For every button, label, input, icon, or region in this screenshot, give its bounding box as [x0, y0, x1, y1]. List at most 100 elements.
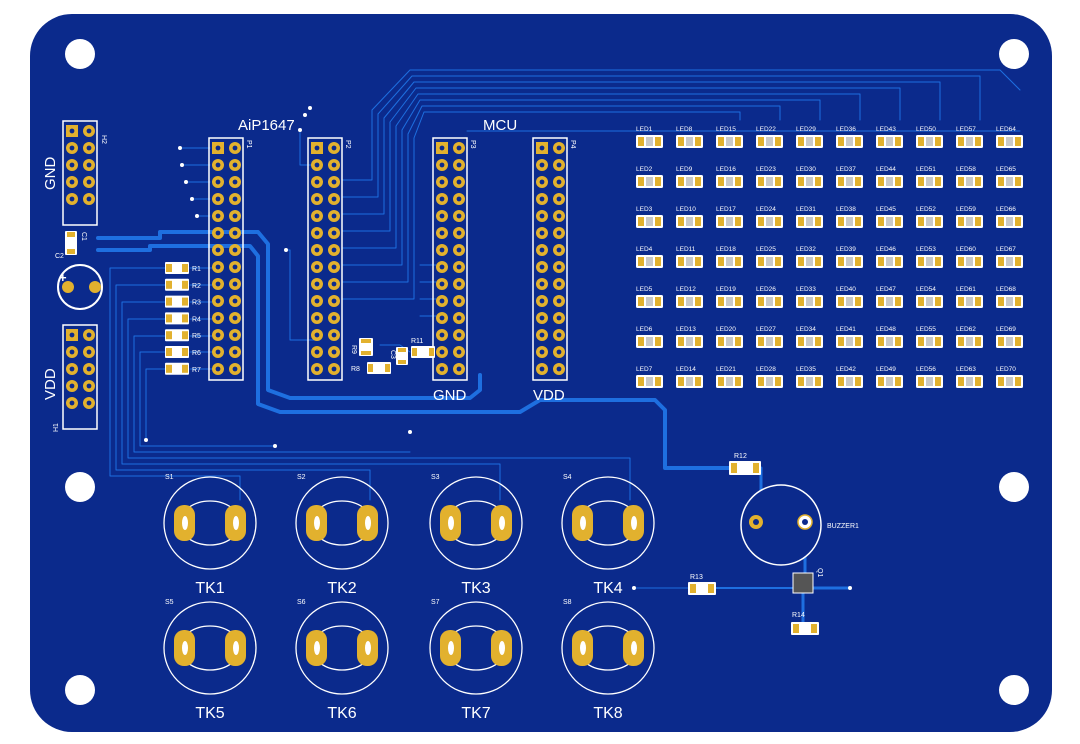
pin-hole [439, 179, 445, 185]
pin-hole [331, 179, 337, 185]
trace [341, 93, 861, 249]
via [308, 106, 312, 110]
pin-hole [232, 196, 238, 202]
led-led44: LED44 [876, 166, 903, 188]
trace [341, 87, 901, 232]
pin-hole [456, 349, 462, 355]
pin-hole [69, 196, 75, 202]
pin-hole [439, 247, 445, 253]
pin-hole [439, 349, 445, 355]
led-led60: LED60 [956, 246, 983, 268]
pin-hole [456, 298, 462, 304]
via [180, 163, 184, 167]
pin-hole [215, 298, 221, 304]
pin-hole [539, 349, 545, 355]
pin-hole [556, 281, 562, 287]
touch-key-label: TK8 [593, 705, 622, 722]
led-led63: LED63 [956, 366, 983, 388]
pin-hole [232, 230, 238, 236]
pin-hole [331, 264, 337, 270]
led-label: LED39 [836, 246, 856, 253]
led-label: LED36 [836, 126, 856, 133]
pin-hole [215, 315, 221, 321]
led-led34: LED34 [796, 326, 823, 348]
c2-polarity-mark: + [59, 270, 67, 285]
mounting-holes [65, 39, 1029, 705]
led-led25: LED25 [756, 246, 783, 268]
via [303, 113, 307, 117]
pin-hole [86, 128, 92, 134]
pin-hole [539, 162, 545, 168]
led-led38: LED38 [836, 206, 863, 228]
r8-label: R8 [351, 366, 360, 373]
pin-hole [456, 281, 462, 287]
pin-hole [314, 179, 320, 185]
buzzer-circuit: R12 BUZZER1 R13 Q1 R14 [688, 453, 859, 635]
pin-hole [314, 298, 320, 304]
switch-ref-label: S5 [165, 599, 174, 606]
led-label: LED33 [796, 286, 816, 293]
led-label: LED21 [716, 366, 736, 373]
led-label: LED38 [836, 206, 856, 213]
led-label: LED11 [676, 246, 696, 253]
pin-hole [86, 145, 92, 151]
pin-hole [331, 332, 337, 338]
r11-label: R11 [411, 338, 423, 345]
switch-ref-label: S4 [563, 474, 572, 481]
vdd-net-label: VDD [42, 368, 59, 400]
pin-hole [556, 145, 562, 151]
h2-ref-label: H2 [100, 135, 107, 144]
trace [121, 301, 501, 501]
trace [109, 267, 241, 501]
resistor-r4: R4 [165, 312, 201, 325]
led-label: LED5 [636, 286, 653, 293]
header-h1: H1 VDD [42, 324, 98, 432]
pin-hole [69, 162, 75, 168]
resistor-r8: R8 [351, 362, 391, 374]
resistor-r1: R1 [165, 262, 201, 274]
led-label: LED59 [956, 206, 976, 213]
pin-hole [232, 145, 238, 151]
pin-hole [456, 179, 462, 185]
pin-hole [539, 264, 545, 270]
led-label: LED28 [756, 366, 776, 373]
pin-hole [314, 145, 320, 151]
led-label: LED14 [676, 366, 696, 373]
led-label: LED53 [916, 246, 936, 253]
header-p3: P3 MCU GND [432, 117, 517, 404]
led-label: LED25 [756, 246, 776, 253]
led-label: LED57 [956, 126, 976, 133]
gnd-net-label: GND [42, 157, 59, 191]
pin-hole [314, 162, 320, 168]
pin-hole [86, 162, 92, 168]
pin-hole [331, 247, 337, 253]
led-label: LED46 [876, 246, 896, 253]
touch-key-label: TK4 [593, 580, 622, 597]
led-led49: LED49 [876, 366, 903, 388]
led-label: LED58 [956, 166, 976, 173]
led-label: LED34 [796, 326, 816, 333]
buzzer-label: BUZZER1 [827, 523, 859, 530]
led-label: LED18 [716, 246, 736, 253]
mounting-hole [999, 39, 1029, 69]
led-label: LED23 [756, 166, 776, 173]
pin-hole [439, 145, 445, 151]
led-matrix: LED1LED2LED3LED4LED5LED6LED7LED8LED9LED1… [636, 126, 1023, 388]
pin-hole [539, 196, 545, 202]
pin-hole [69, 332, 75, 338]
led-label: LED50 [916, 126, 936, 133]
pin-hole [556, 196, 562, 202]
pin-hole [314, 315, 320, 321]
p2-ref-label: P2 [344, 140, 351, 149]
pin-hole [439, 230, 445, 236]
trace [145, 368, 166, 441]
via [848, 586, 852, 590]
